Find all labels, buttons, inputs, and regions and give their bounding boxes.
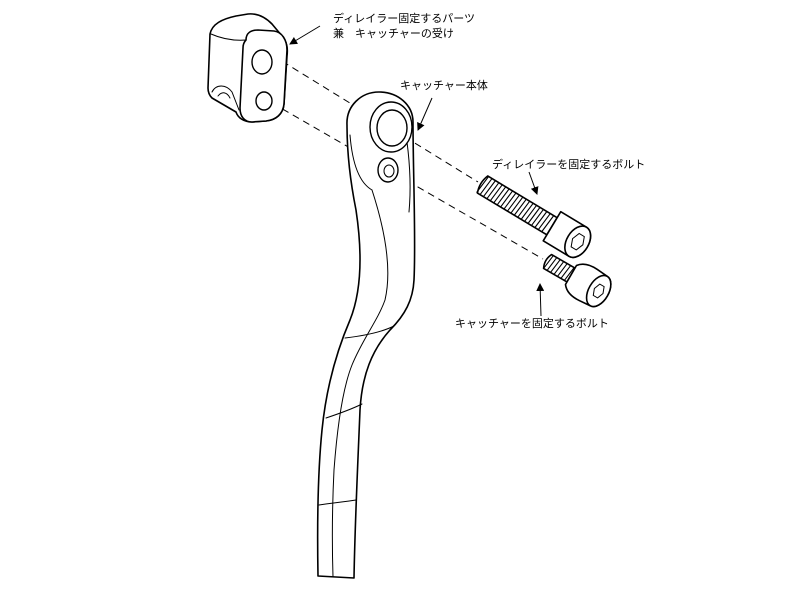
derailleur-mount-block: [207, 13, 289, 123]
arrow-to-catcher-body: [417, 97, 433, 131]
derailleur-bolt: [476, 175, 592, 259]
catcher-head-left-edge: [349, 134, 373, 191]
block-upper-hole: [251, 49, 273, 75]
catcher-bolt-head-face: [585, 274, 612, 308]
catcher-side-edge: [331, 189, 389, 578]
catcher-upper-hole: [376, 109, 408, 147]
label-derailleur-bolt: ディレイラーを固定するボルト: [492, 157, 645, 171]
derailleur-bolt-threads: [476, 176, 555, 233]
block-notch-inner: [217, 92, 231, 99]
catcher-lower-hole-inner: [383, 164, 395, 178]
label-mount-part-line1: ディレイラー固定するパーツ: [333, 11, 475, 25]
block-notch-curve: [211, 85, 240, 111]
catcher-facet-line-2: [325, 403, 363, 419]
catcher-body: [316, 91, 416, 579]
block-top-edge: [210, 33, 247, 41]
catcher-bolt-threads: [543, 255, 575, 281]
catcher-facet-line-3: [318, 499, 357, 506]
arrow-to-derailleur-bolt: [528, 171, 539, 195]
catcher-lower-hole: [377, 157, 399, 183]
arrow-to-mount-block: [289, 25, 321, 45]
catcher-facet-line-1: [344, 325, 395, 339]
arrow-to-catcher-bolt: [536, 283, 545, 317]
label-catcher-body: キャッチャー本体: [400, 78, 488, 92]
label-mount-part-line2: 兼 キャッチャーの受け: [333, 27, 454, 40]
label-catcher-bolt: キャッチャーを固定するボルト: [455, 316, 609, 330]
derailleur-bolt-head-face: [564, 225, 592, 259]
hex-socket-icon: [570, 232, 585, 251]
block-front-face: [239, 29, 288, 123]
catcher-head-right-edge: [406, 141, 411, 213]
labels: ディレイラー固定するパーツ 兼 キャッチャーの受け キャッチャー本体 ディレイラ…: [333, 11, 645, 330]
catcher-bolt: [542, 253, 612, 308]
hex-socket-icon: [592, 283, 605, 299]
block-lower-hole: [255, 91, 273, 111]
leader-arrows: [289, 25, 545, 317]
